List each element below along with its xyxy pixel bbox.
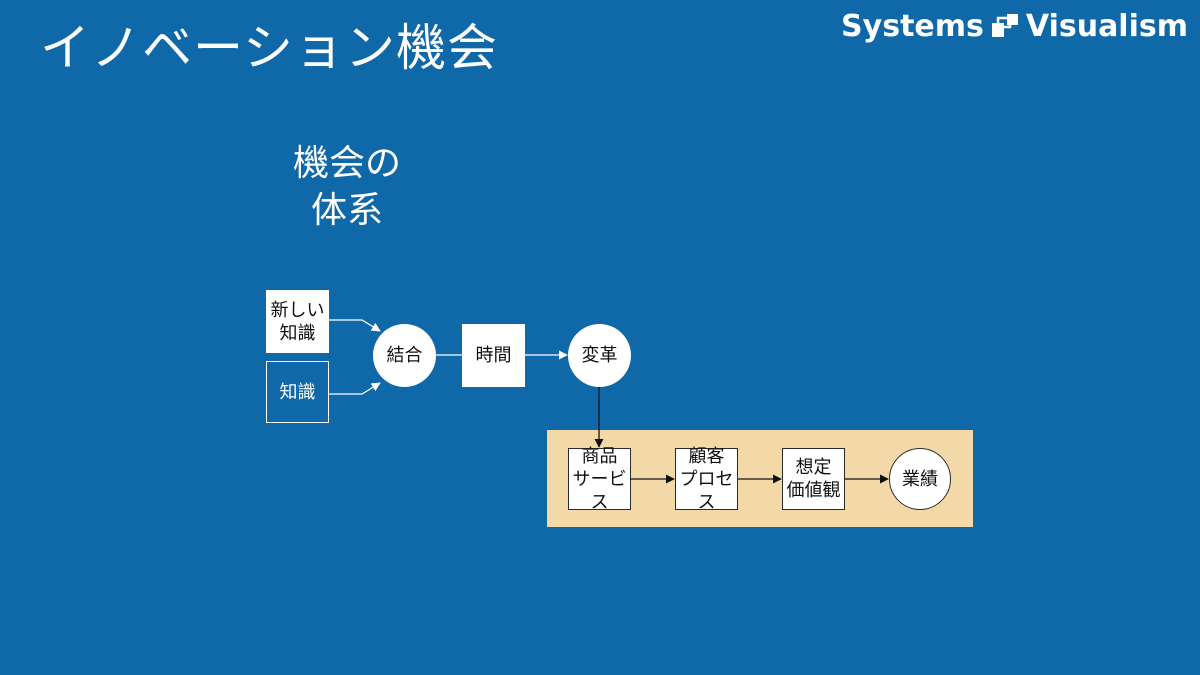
- arrow-new-knowledge-to-combine: [329, 319, 381, 332]
- node-product-line-1: 商品: [581, 445, 618, 467]
- node-new-knowledge-line-2: 知識: [279, 322, 316, 344]
- node-customer-line-1: 顧客: [688, 445, 725, 467]
- node-combine-label: 結合: [386, 345, 423, 366]
- systems-visualism-logo-icon: [991, 14, 1018, 37]
- arrow-knowledge-to-combine: [329, 382, 381, 395]
- diagram-subtitle: 機会の 体系: [272, 140, 422, 234]
- brand-left-word: Systems: [841, 8, 984, 44]
- node-customer-process: 顧客 プロセス: [675, 445, 738, 513]
- node-results: 業績: [889, 448, 951, 510]
- node-knowledge-label: 知識: [279, 381, 316, 403]
- node-change-label: 変革: [581, 345, 618, 366]
- node-values-line-2: 価値観: [786, 480, 841, 501]
- subtitle-line-2: 体系: [310, 190, 383, 231]
- node-time-label: 時間: [475, 345, 512, 366]
- slide-title: イノベーション機会: [40, 19, 498, 77]
- node-new-knowledge: 新しい 知識: [266, 290, 329, 353]
- node-values-line-1: 想定: [795, 457, 832, 478]
- node-knowledge: 知識: [266, 361, 329, 423]
- brand: Systems Visualism: [841, 8, 1188, 44]
- node-combine: 結合: [373, 324, 436, 387]
- node-product-line-2: サービス: [572, 468, 627, 513]
- node-customer-line-2: プロセス: [679, 468, 734, 513]
- node-new-knowledge-line-1: 新しい: [270, 299, 325, 321]
- brand-right-word: Visualism: [1025, 8, 1188, 44]
- node-product-service: 商品 サービス: [568, 445, 631, 513]
- node-time: 時間: [462, 324, 525, 387]
- node-results-label: 業績: [902, 468, 938, 490]
- subtitle-line-1: 機会の: [292, 143, 401, 184]
- node-change: 変革: [568, 324, 631, 387]
- node-assumed-values: 想定 価値観: [782, 448, 845, 510]
